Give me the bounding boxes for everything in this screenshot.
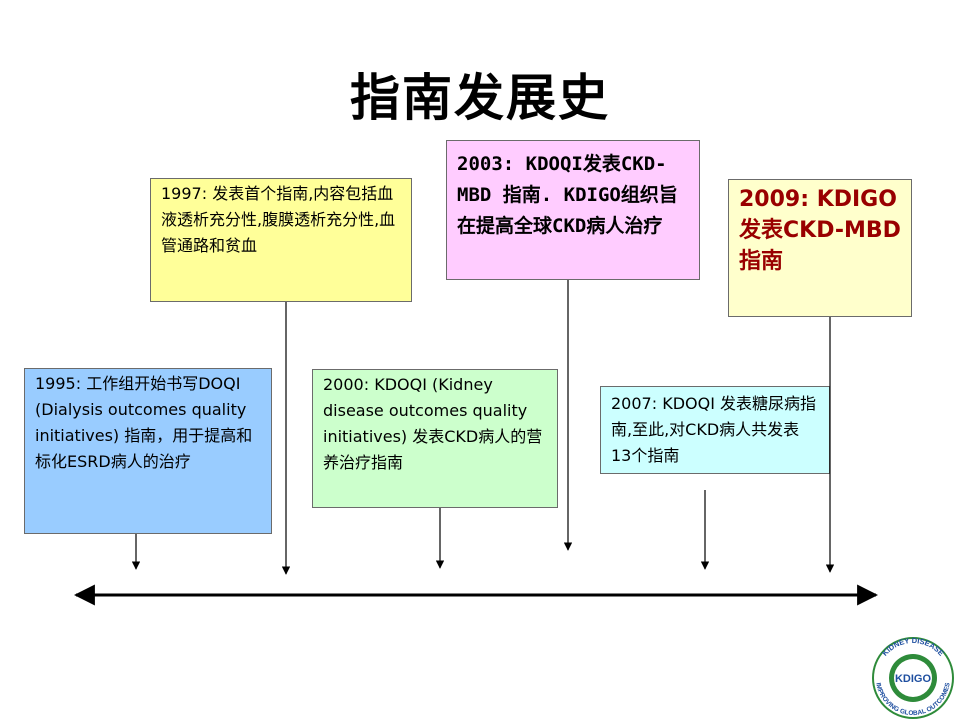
event-2003-box: 2003: KDOQI发表CKD-MBD 指南. KDIGO组织旨在提高全球CK… — [446, 140, 700, 280]
kdigo-logo-icon: KIDNEY DISEASE IMPROVING GLOBAL OUTCOMES… — [872, 636, 954, 719]
logo-mark: KDIGO — [895, 673, 932, 685]
event-2000-box: 2000: KDOQI (Kidney disease outcomes qua… — [312, 369, 558, 508]
event-2009-box: 2009: KDIGO发表CKD-MBD指南 — [728, 179, 912, 317]
event-1997-box: 1997: 发表首个指南,内容包括血液透析充分性,腹膜透析充分性,血管通路和贫血 — [150, 178, 412, 302]
event-2007-box: 2007: KDOQI 发表糖尿病指南,至此,对CKD病人共发表13个指南 — [600, 386, 830, 474]
kdigo-logo: KIDNEY DISEASE IMPROVING GLOBAL OUTCOMES… — [866, 632, 960, 720]
event-1995-box: 1995: 工作组开始书写DOQI (Dialysis outcomes qua… — [24, 368, 272, 534]
page-title: 指南发展史 — [350, 69, 610, 127]
